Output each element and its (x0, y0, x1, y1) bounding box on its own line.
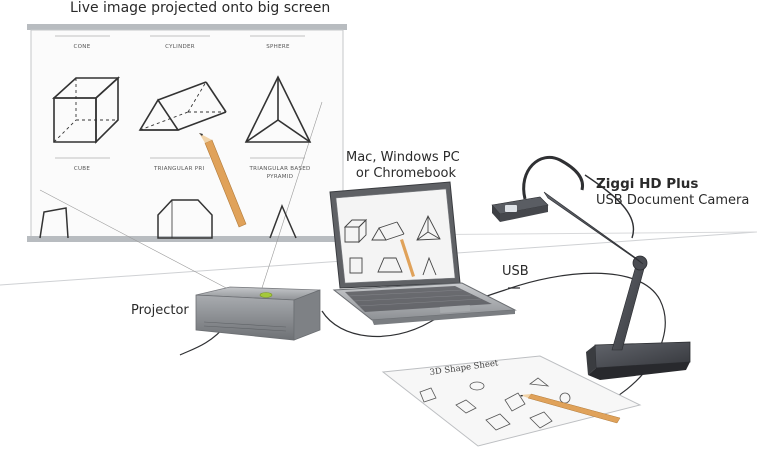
laptop-display (335, 188, 456, 284)
screen-bottom-rail (27, 236, 347, 242)
shape-label-pyramid: PYRAMID (267, 174, 294, 180)
worksheet-paper (381, 355, 642, 447)
shape-label-triangular-prism: TRIANGULAR PRI (153, 166, 205, 172)
computer-label: Mac, Windows PC or Chromebook (346, 150, 460, 182)
projector-label: Projector (131, 303, 189, 318)
projection-screen: CONE CYLINDER SPHERE (27, 24, 347, 291)
computer-label-line2: or Chromebook (355, 166, 456, 181)
bottom-row-shapes (39, 199, 297, 239)
shape-label-cone: CONE (74, 44, 91, 50)
camera-gooseneck (522, 155, 585, 200)
laptop (329, 181, 517, 325)
pyramid-drawing (244, 75, 312, 143)
screen-caption: Live image projected onto big screen (70, 0, 331, 16)
shape-label-cube: CUBE (74, 166, 91, 172)
document-camera (491, 155, 691, 380)
cube-drawing (51, 76, 121, 144)
camera-name-label: Ziggi HD Plus (596, 176, 699, 192)
camera-desc-label: USB Document Camera (596, 193, 750, 208)
screen-top-rail (27, 24, 347, 30)
camera-logo-icon (505, 205, 517, 212)
shape-label-triangular-based: TRIANGULAR BASED (248, 166, 310, 172)
screen-surface (30, 29, 344, 239)
prism-drawing (138, 81, 227, 131)
projector (195, 286, 321, 341)
shape-label-cylinder: CYLINDER (165, 44, 195, 50)
screen-pencil (199, 133, 247, 228)
shape-label-sphere: SPHERE (266, 44, 290, 50)
worksheet-pencil (527, 393, 621, 424)
usb-label: USB (502, 264, 529, 279)
computer-label-line1: Mac, Windows PC (346, 150, 460, 165)
indicator-light (259, 292, 273, 298)
